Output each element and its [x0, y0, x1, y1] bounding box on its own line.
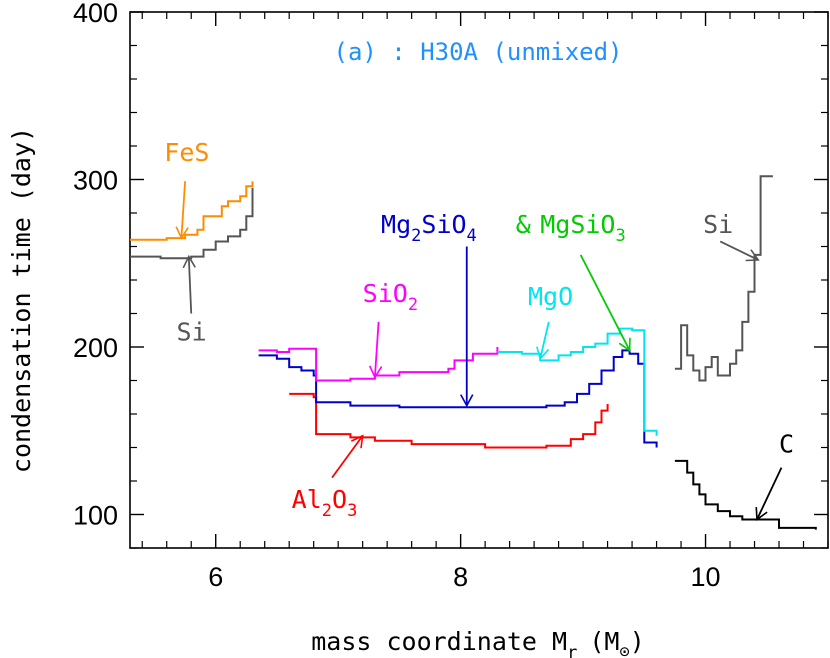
annotation-label: SiO2 [363, 279, 418, 315]
series-line-sio2 [258, 347, 499, 382]
annotation-text: Al [292, 485, 322, 514]
x-tick-label: 10 [691, 562, 721, 592]
annotation-arrow [331, 434, 364, 479]
annotation-arrow [719, 240, 760, 262]
x-axis-title: mass coordinate Mr (M⊙) [311, 627, 645, 658]
annotation-arrow [536, 321, 550, 361]
axis-ticks [130, 11, 829, 549]
annotation-arrow [368, 321, 383, 379]
annotation-label: Si [177, 317, 207, 346]
annotation-arrow [182, 254, 196, 314]
annotation-text: C [779, 430, 794, 459]
annotation-label: C [779, 430, 794, 459]
annotation-text: MgO [528, 282, 573, 311]
annotation-text: SiO [421, 210, 466, 239]
annotation-subscript: 2 [408, 295, 418, 315]
annotation-arrow [579, 254, 631, 352]
annotation-arrow [755, 467, 783, 522]
y-axis-title: condensation time (day) [7, 127, 36, 473]
annotation-label: FeS [164, 138, 209, 167]
annotation-text: MgSiO [540, 210, 615, 239]
y-tick-label: 400 [73, 0, 118, 28]
x-tick-label: 8 [453, 562, 468, 592]
annotation-label: Mg2SiO4 [381, 210, 477, 246]
annotation-text: O [332, 485, 347, 514]
annotation-arrow [175, 181, 189, 240]
x-axis-title-unit: (M [589, 627, 619, 656]
y-tick-label: 200 [73, 333, 118, 363]
x-tick-label: 6 [208, 562, 223, 592]
annotation-label: MgO [528, 282, 573, 311]
x-axis-title-unit-sub: ⊙ [619, 642, 629, 658]
chart-title: (a) : H30A (unmixed) [334, 38, 623, 66]
annotation-label: & [516, 210, 531, 239]
series-line-mgo [497, 327, 658, 436]
annotation-text: FeS [164, 138, 209, 167]
annotation-text: Mg [381, 210, 411, 239]
series-line-al2o3 [289, 392, 609, 449]
series-line-fes [130, 181, 254, 241]
annotation-subscript: 2 [322, 501, 332, 521]
x-axis-title-unit-close: ) [630, 627, 645, 656]
tick-labels: 6 8 10 100 200 300 400 [73, 0, 721, 592]
series-line-c [674, 459, 817, 530]
annotation-text: Si [177, 317, 207, 346]
annotation-text: & [516, 210, 531, 239]
annotation-text: SiO [363, 279, 408, 308]
series-line-si_high [674, 175, 773, 382]
plot-frame [129, 11, 829, 549]
annotation-text: Si [703, 210, 733, 239]
annotation-subscript: 3 [347, 501, 357, 521]
series-line-mg2sio4 [258, 349, 658, 448]
annotation-label: MgSiO3 [540, 210, 626, 246]
x-axis-title-main: mass coordinate M [311, 627, 567, 656]
annotation-subscript: 4 [467, 226, 477, 246]
annotation-subscript: 2 [411, 226, 421, 246]
y-tick-label: 100 [73, 501, 118, 531]
annotation-label: Al2O3 [292, 485, 358, 521]
annotation-subscript: 3 [615, 226, 625, 246]
annotation-label: Si [703, 210, 733, 239]
y-tick-label: 300 [73, 166, 118, 196]
x-axis-title-sub: r [567, 643, 577, 658]
series-line-si_low [130, 187, 254, 260]
